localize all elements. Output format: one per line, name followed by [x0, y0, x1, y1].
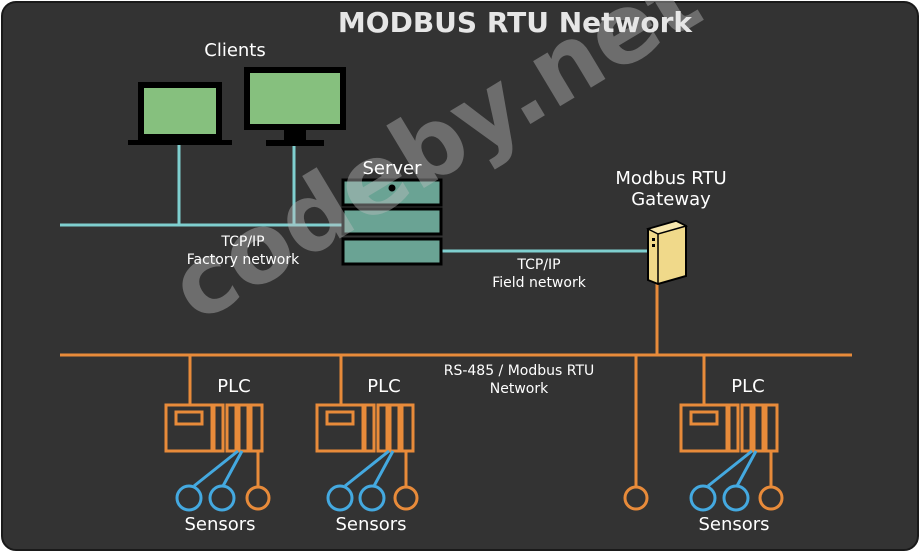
plc-label: PLC — [731, 376, 765, 397]
field-network-label-line1: TCP/IP — [517, 257, 561, 273]
sensor-icon — [326, 484, 419, 512]
server-label: Server — [362, 158, 422, 179]
sensor-links-1 — [193, 449, 260, 488]
sensors-label: Sensors — [698, 514, 770, 535]
sensors-label: Sensors — [184, 514, 256, 535]
factory-network — [60, 145, 342, 227]
sensors-label: Sensors — [335, 514, 407, 535]
laptop-icon — [128, 82, 232, 145]
sensor-icon — [623, 485, 649, 511]
diagram-title: MODBUS RTU Network — [337, 6, 693, 39]
rs485-label-line2: Network — [489, 381, 549, 397]
server-rack-icon — [341, 178, 443, 266]
plc-label: PLC — [367, 376, 401, 397]
rs485-bus — [60, 283, 852, 486]
sensor-links-2 — [344, 449, 408, 488]
monitor-icon — [244, 67, 346, 146]
field-network-label-line2: Field network — [492, 275, 586, 291]
plc-label: PLC — [217, 376, 251, 397]
sensor-icon — [175, 484, 271, 512]
gateway-icon — [645, 219, 689, 286]
sensor-icon — [689, 484, 784, 512]
factory-network-label-line2: Factory network — [186, 252, 300, 268]
clients-label: Clients — [204, 40, 266, 61]
factory-network-label-line1: TCP/IP — [221, 234, 265, 250]
gateway-label-line1: Modbus RTU — [615, 168, 727, 189]
sensor-links-3 — [707, 449, 773, 488]
gateway-label-line2: Gateway — [631, 189, 711, 210]
rs485-label-line1: RS-485 / Modbus RTU — [443, 363, 595, 379]
